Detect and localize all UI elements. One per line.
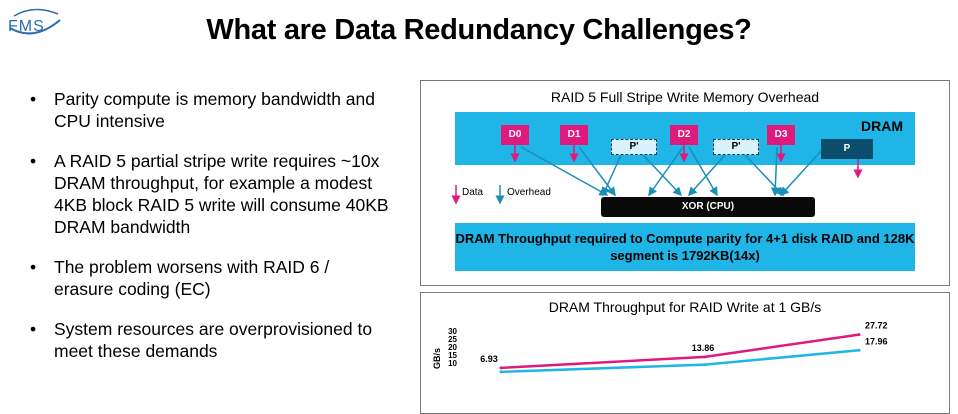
- raid-diagram-panel: RAID 5 Full Stripe Write Memory Overhead…: [420, 80, 950, 286]
- series-line-1: [500, 333, 860, 370]
- data-label: 13.86: [692, 343, 715, 353]
- diagram-title: RAID 5 Full Stripe Write Memory Overhead: [550, 89, 820, 105]
- dram-label: DRAM: [861, 118, 903, 134]
- bullet-item: •The problem worsens with RAID 6 / erasu…: [30, 257, 330, 299]
- legend-overhead-label: Overhead: [507, 187, 551, 198]
- series-point: [857, 348, 861, 352]
- bullet-text: Parity compute is memory bandwidth and C…: [54, 89, 375, 131]
- series-point: [703, 355, 707, 359]
- y-tick-label: 10: [448, 359, 457, 368]
- bullet-list: •Parity compute is memory bandwidth and …: [30, 88, 390, 380]
- series-line-2: [500, 349, 860, 374]
- bullet-text: The problem worsens with RAID 6 / erasur…: [54, 257, 330, 299]
- chart-title: DRAM Throughput for RAID Write at 1 GB/s: [548, 299, 822, 315]
- data-label: 17.96: [865, 336, 888, 346]
- dataflow-arrows: [451, 145, 863, 205]
- block-pprime-1: P': [611, 139, 657, 155]
- data-label: 27.72: [865, 321, 888, 331]
- bullet-item: •Parity compute is memory bandwidth and …: [30, 89, 375, 131]
- fms-logo: FMS: [4, 6, 64, 40]
- y-tick-label: 20: [448, 343, 457, 352]
- block-parity: P: [821, 139, 873, 159]
- series-point: [857, 333, 861, 337]
- slide-title: What are Data Redundancy Challenges?: [206, 14, 752, 46]
- y-tick-label: 15: [448, 351, 457, 360]
- bullet-item: •A RAID 5 partial stripe write requires …: [30, 151, 389, 237]
- throughput-chart-panel: DRAM Throughput for RAID Write at 1 GB/s…: [420, 292, 950, 414]
- data-arrows: [451, 145, 863, 205]
- overhead-arrows: [495, 146, 822, 205]
- block-d1: D1: [560, 125, 588, 145]
- series-point: [499, 370, 503, 374]
- bullet-text: System resources are overprovisioned to …: [54, 319, 373, 361]
- data-label: 6.93: [480, 354, 498, 364]
- y-tick-label: 25: [448, 335, 457, 344]
- block-d0: D0: [501, 125, 529, 145]
- throughput-note: DRAM Throughput required to Compute pari…: [455, 223, 915, 271]
- bullet-text: A RAID 5 partial stripe write requires ~…: [54, 151, 389, 237]
- series-point: [499, 366, 503, 370]
- block-d3: D3: [767, 125, 795, 145]
- y-axis-label: GB/s: [432, 348, 442, 369]
- logo-swoosh-icon: [9, 8, 61, 35]
- block-d2: D2: [670, 125, 698, 145]
- xor-cpu-bar: XOR (CPU): [601, 197, 815, 217]
- logo-text: FMS: [8, 18, 45, 35]
- series-point: [703, 363, 707, 367]
- y-tick-label: 30: [448, 327, 457, 336]
- block-pprime-2: P': [713, 139, 759, 155]
- legend-data-label: Data: [462, 187, 484, 198]
- bullet-item: •System resources are overprovisioned to…: [30, 319, 373, 361]
